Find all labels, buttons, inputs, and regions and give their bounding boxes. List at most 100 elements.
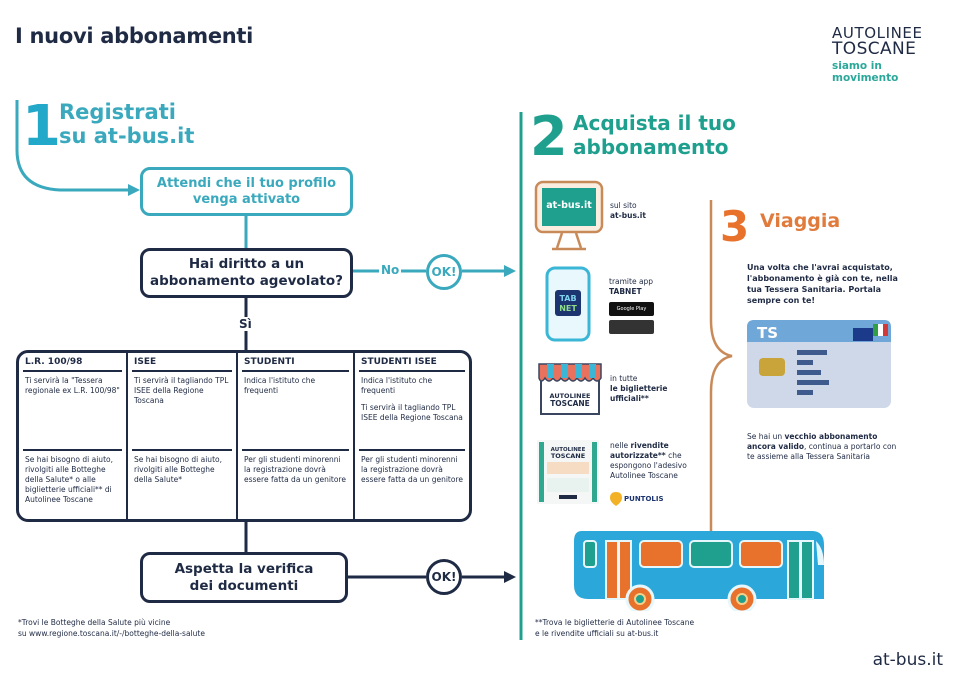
step2-title-line1: Acquista il tuo: [573, 111, 736, 135]
app-store-badge[interactable]: [609, 320, 654, 334]
channel-bold: le biglietterie ufficiali**: [610, 384, 668, 403]
step1-title-line1: Registrati: [59, 100, 176, 124]
channel-plain: sul sito: [610, 201, 637, 210]
footnote-line1: **Trova le biglietterie di Autolinee Tos…: [535, 618, 695, 627]
svg-text:TOSCANE: TOSCANE: [551, 452, 585, 460]
footer-url-link[interactable]: at-bus.it: [872, 650, 943, 670]
question-line2: abbonamento agevolato?: [150, 273, 343, 289]
smartphone-icon: TAB NET: [545, 266, 591, 342]
svg-text:TOSCANE: TOSCANE: [550, 399, 590, 408]
step3-description: Una volta che l'avrai acquistato, l'abbo…: [747, 263, 898, 305]
verify-line1: Aspetta la verifica: [174, 560, 314, 577]
table-column: ISEE Ti servirà il tagliando TPL ISEE de…: [128, 353, 238, 519]
channel-bold: at-bus.it: [610, 211, 646, 220]
channel-plain: tramite app: [609, 277, 654, 286]
monitor-screen-text: at-bus.it: [546, 200, 592, 211]
requirement-text: Indica l'istituto che frequenti: [244, 376, 316, 395]
wait-box-line1: Attendi che il tuo profilo: [156, 175, 337, 191]
no-label: No: [379, 263, 402, 277]
logo-tagline: siamo in movimento: [832, 60, 899, 84]
arrowhead-icon: [504, 265, 516, 277]
step3-brace: [709, 200, 733, 540]
step1-title: Registrati su at-bus.it: [59, 100, 194, 148]
footnote-line2: su www.regione.toscana.it/-/botteghe-del…: [18, 629, 205, 638]
partner-logo-text: PUNTOLIS: [624, 495, 664, 503]
step3-old-subscription-note: Se hai un vecchio abbonamento ancora val…: [747, 432, 897, 462]
bus-icon: [574, 531, 824, 611]
requirement-text: Ti servirà la "Tessera regionale ex L.R.…: [25, 376, 120, 395]
step2-title: Acquista il tuo abbonamento: [573, 111, 736, 159]
logo-line2: TOSCANE: [832, 39, 917, 59]
column-header: ISEE: [132, 353, 232, 372]
requirement-cell: Indica l'istituto che frequenti Ti servi…: [359, 372, 465, 451]
ok-badge-no-path: OK!: [426, 254, 462, 290]
verify-documents-box: Aspetta la verifica dei documenti: [140, 552, 348, 603]
step3-number: 3: [720, 202, 750, 251]
footnote-line2: e le rivendite ufficiali su at-bus.it: [535, 629, 659, 638]
channel-plain: nelle: [610, 441, 629, 450]
footnote-ticket-offices: **Trova le biglietterie di Autolinee Tos…: [535, 617, 694, 639]
sticker-icon: AUTOLINEE TOSCANE: [537, 440, 599, 504]
channel-bold: rivendite autorizzate**: [610, 441, 669, 460]
step1-curve-connector: [15, 100, 128, 192]
card-logo-text: TS: [757, 324, 778, 342]
page-title: I nuovi abbonamenti: [15, 24, 254, 48]
location-pin-icon: [610, 492, 622, 506]
step1-number: 1: [22, 94, 61, 159]
monitor-icon: [534, 180, 604, 251]
help-cell: Se hai bisogno di aiuto, rivolgiti alle …: [134, 455, 222, 484]
requirement-text: Indica l'istituto che frequenti: [361, 376, 433, 395]
channel-app-text: tramite app TABNET: [609, 277, 653, 297]
table-column: STUDENTI Indica l'istituto che frequenti…: [238, 353, 355, 519]
channel-website-text: sul sito at-bus.it: [610, 201, 646, 221]
wait-box-line2: venga attivato: [192, 191, 301, 207]
column-header: STUDENTI ISEE: [359, 353, 465, 372]
footnote-line1: *Trovi le Botteghe della Salute più vici…: [18, 618, 171, 627]
svg-text:NET: NET: [559, 304, 577, 313]
step1-title-line2: su at-bus.it: [59, 124, 195, 148]
health-card-icon: TS: [747, 320, 891, 408]
channel-plain: in tutte: [610, 374, 638, 383]
question-line1: Hai diritto a un: [188, 256, 305, 272]
step2-number: 2: [530, 105, 568, 168]
shop-icon: AUTOLINEE TOSCANE: [538, 363, 602, 415]
requirement-cell: Ti servirà la "Tessera regionale ex L.R.…: [23, 372, 122, 451]
requirement-text: Ti servirà il tagliando TPL ISEE della R…: [134, 376, 229, 405]
channel-plain: che espongono l'adesivo Autolinee Toscan…: [610, 451, 687, 480]
channel-bold: TABNET: [609, 287, 642, 296]
requirement-text: Ti servirà il tagliando TPL ISEE della R…: [361, 403, 463, 422]
footnote-botteghe: *Trovi le Botteghe della Salute più vici…: [18, 617, 205, 639]
requirement-cell: Ti servirà il tagliando TPL ISEE della R…: [132, 372, 232, 451]
ok-badge-verify-path: OK!: [426, 559, 462, 595]
autolinee-toscane-logo: AUTOLINEE TOSCANE siamo in movimento: [832, 24, 944, 85]
arrowhead-icon: [504, 571, 516, 583]
requirements-table: L.R. 100/98 Ti servirà la "Tessera regio…: [16, 350, 472, 522]
table-column: L.R. 100/98 Ti servirà la "Tessera regio…: [19, 353, 128, 519]
svg-text:AUTOLINEE: AUTOLINEE: [551, 447, 586, 453]
note-bold: vecchio abbonamento ancora valido: [747, 432, 878, 451]
wait-activation-box: Attendi che il tuo profilo venga attivat…: [140, 167, 353, 216]
help-cell: Per gli studenti minorenni la registrazi…: [244, 455, 346, 484]
svg-text:TAB: TAB: [559, 294, 576, 303]
eligibility-question-box: Hai diritto a un abbonamento agevolato?: [140, 248, 353, 298]
verify-line2: dei documenti: [189, 577, 299, 594]
channel-reseller-text: nelle rivendite autorizzate** che espong…: [610, 441, 690, 481]
puntolis-logo: PUNTOLIS: [610, 492, 664, 506]
note-plain: , continua a portarlo con te assieme all…: [747, 442, 897, 461]
step2-title-line2: abbonamento: [573, 135, 729, 159]
logo-line1: AUTOLINEE: [832, 24, 923, 42]
table-column: STUDENTI ISEE Indica l'istituto che freq…: [355, 353, 469, 519]
google-play-badge[interactable]: Google Play: [609, 302, 654, 316]
arrowhead-icon: [128, 184, 140, 196]
help-cell: Se hai bisogno di aiuto, rivolgiti alle …: [25, 455, 113, 504]
step3-title: Viaggia: [760, 210, 841, 232]
help-cell: Per gli studenti minorenni la registrazi…: [361, 455, 463, 484]
column-header: STUDENTI: [242, 353, 349, 372]
note-plain: Se hai un: [747, 432, 783, 441]
channel-ticket-office-text: in tutte le biglietterie ufficiali**: [610, 374, 670, 404]
column-header: L.R. 100/98: [23, 353, 122, 372]
yes-label: Sì: [236, 317, 255, 331]
svg-text:AUTOLINEE: AUTOLINEE: [550, 392, 591, 400]
requirement-cell: Indica l'istituto che frequenti: [242, 372, 349, 451]
